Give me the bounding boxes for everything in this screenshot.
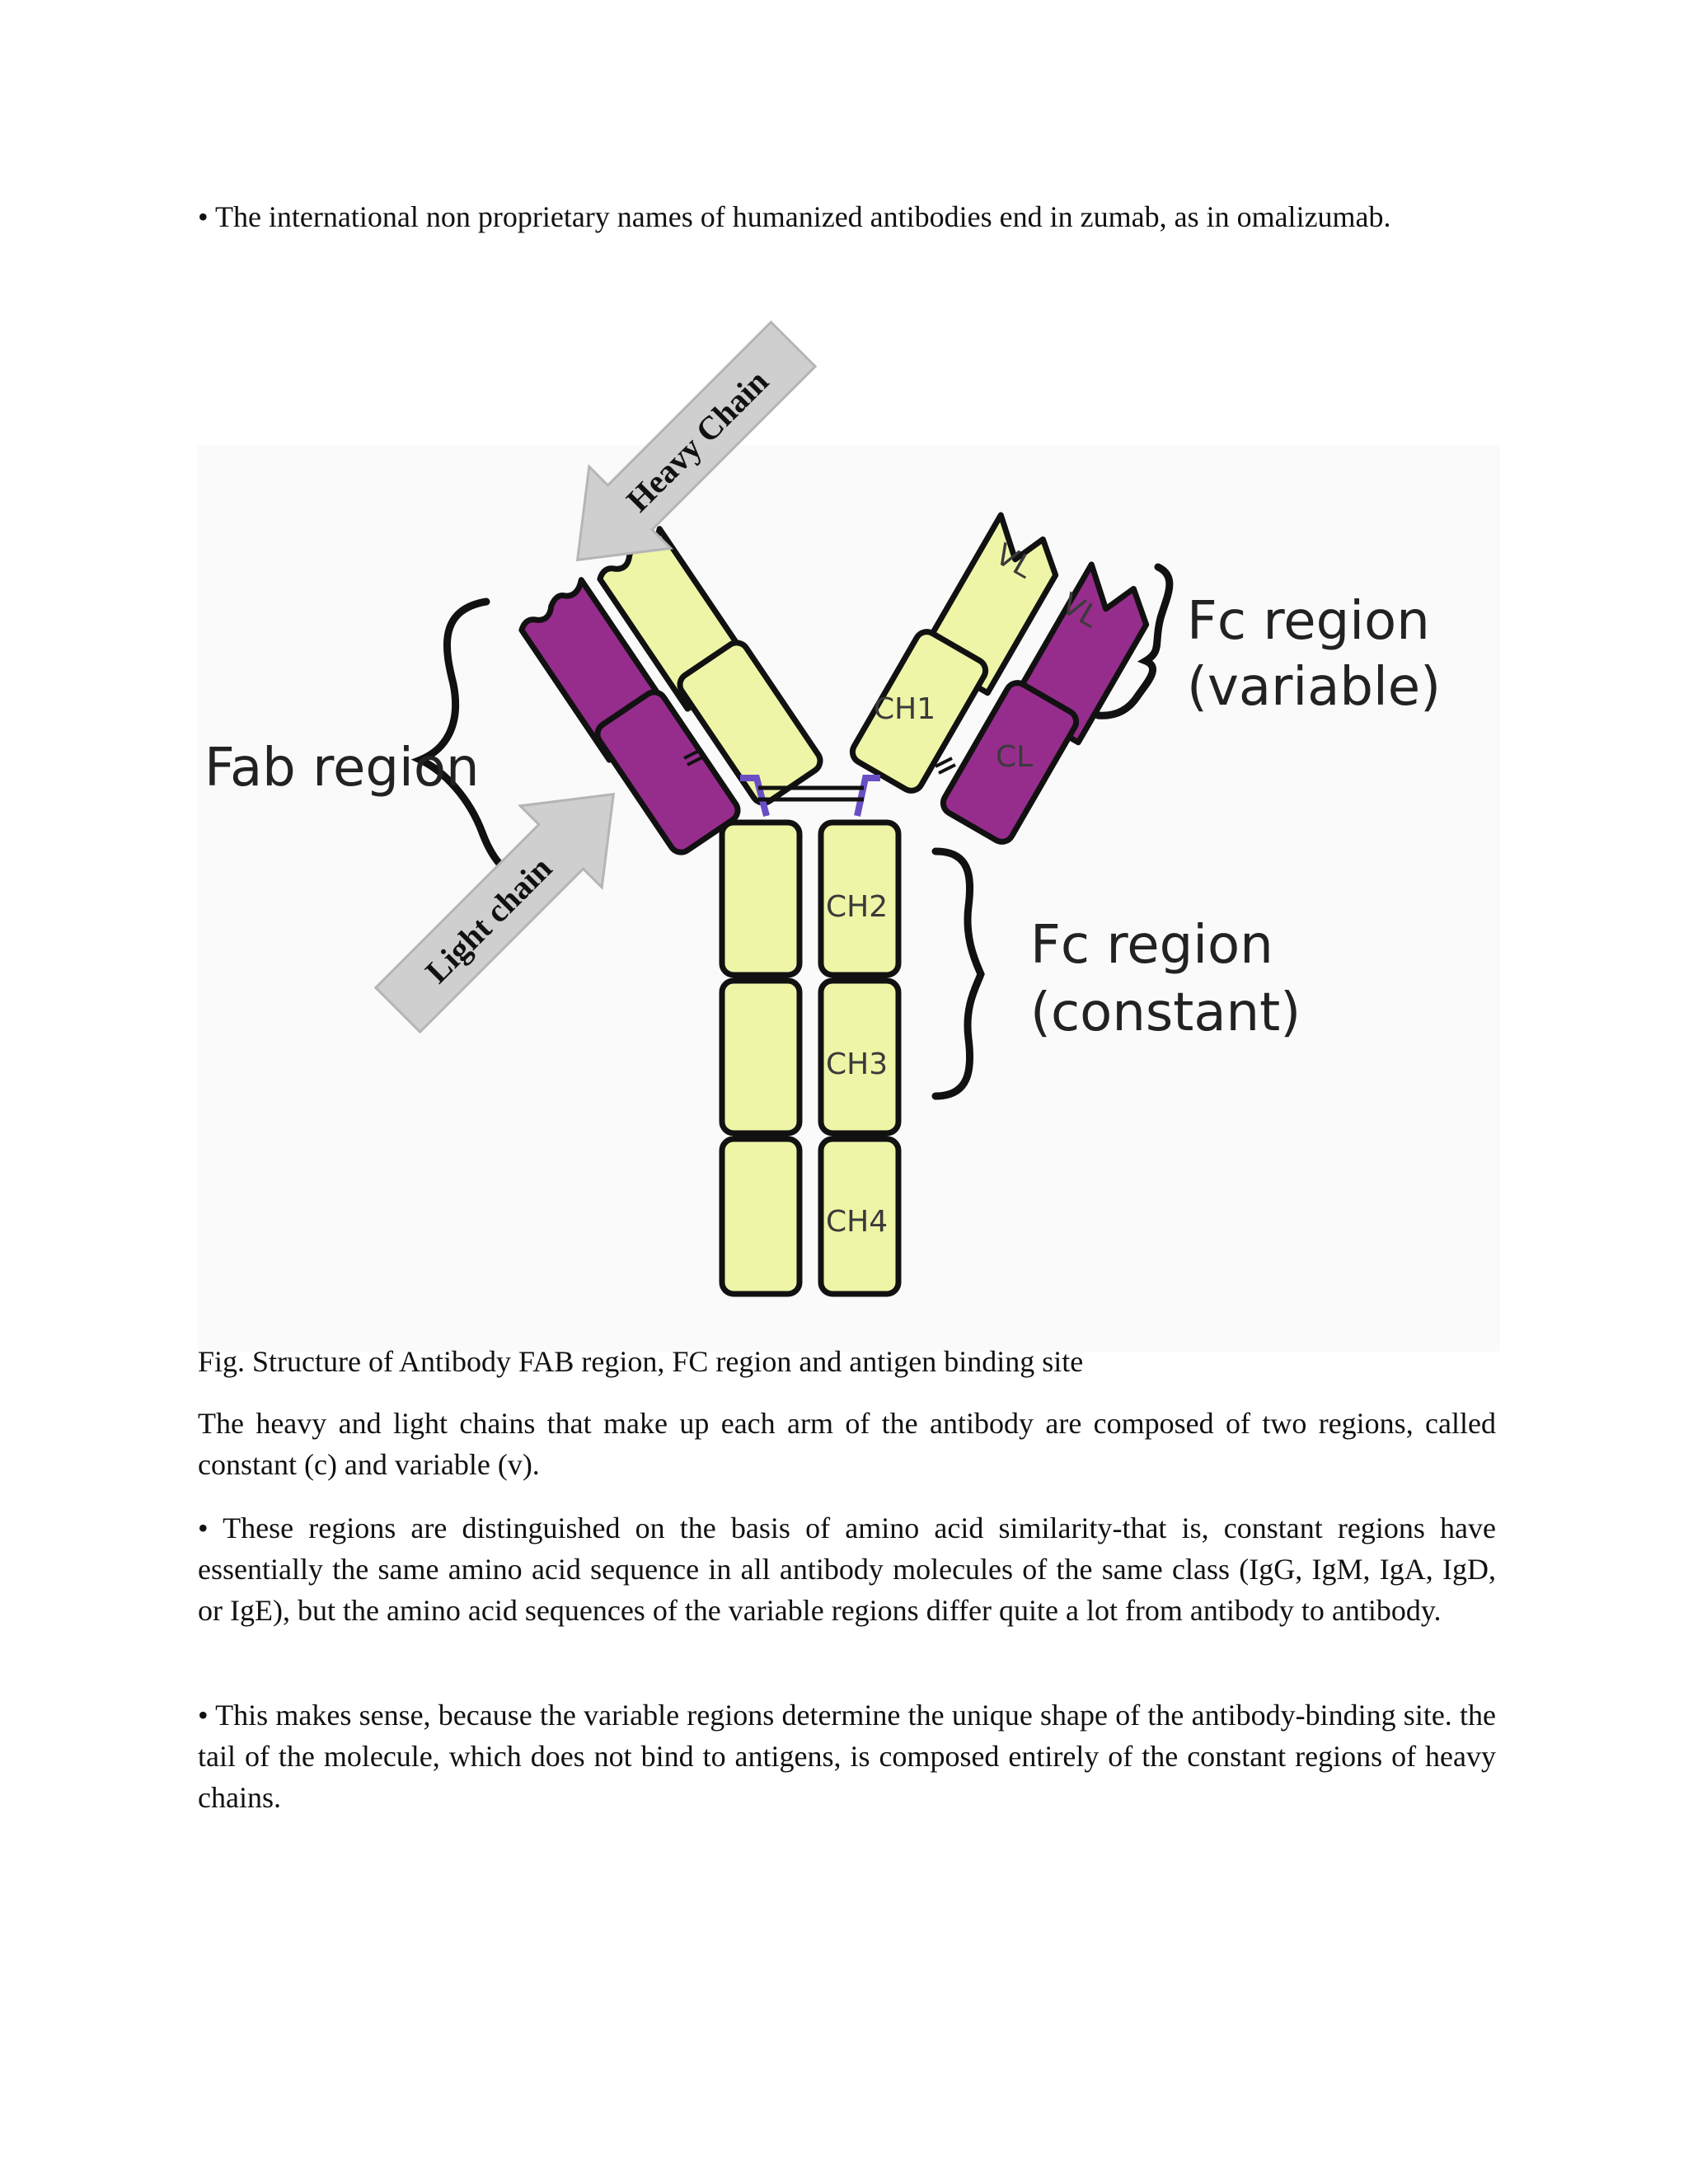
ch1-label: CH1 <box>874 692 935 726</box>
variable-regions-paragraph: • This makes sense, because the variable… <box>198 1694 1496 1818</box>
fc-constant-label-line1: Fc region <box>1030 915 1273 976</box>
fc-variable-label-line1: Fc region <box>1187 591 1430 652</box>
figure-caption: Fig. Structure of Antibody FAB region, F… <box>198 1341 1496 1382</box>
antibody-structure-figure: VL VL CH1 CL CH2 CH3 CH4 Fab region Fc r… <box>198 305 1500 1368</box>
fc-variable-label-line2: (variable) <box>1187 657 1441 718</box>
left-ch2-domain <box>722 823 799 975</box>
ch3-label: CH3 <box>826 1047 888 1081</box>
chains-paragraph: The heavy and light chains that make up … <box>198 1403 1496 1485</box>
left-ch4-domain <box>722 1139 799 1294</box>
cl-label: CL <box>996 740 1033 774</box>
left-ch3-domain <box>722 981 799 1133</box>
regions-paragraph: • These regions are distinguished on the… <box>198 1507 1496 1631</box>
fab-region-label: Fab region <box>204 738 480 799</box>
intro-paragraph: • The international non proprietary name… <box>198 196 1496 237</box>
ch4-label: CH4 <box>826 1205 888 1239</box>
ch2-label: CH2 <box>826 890 888 924</box>
fc-constant-label-line2: (constant) <box>1030 982 1301 1043</box>
